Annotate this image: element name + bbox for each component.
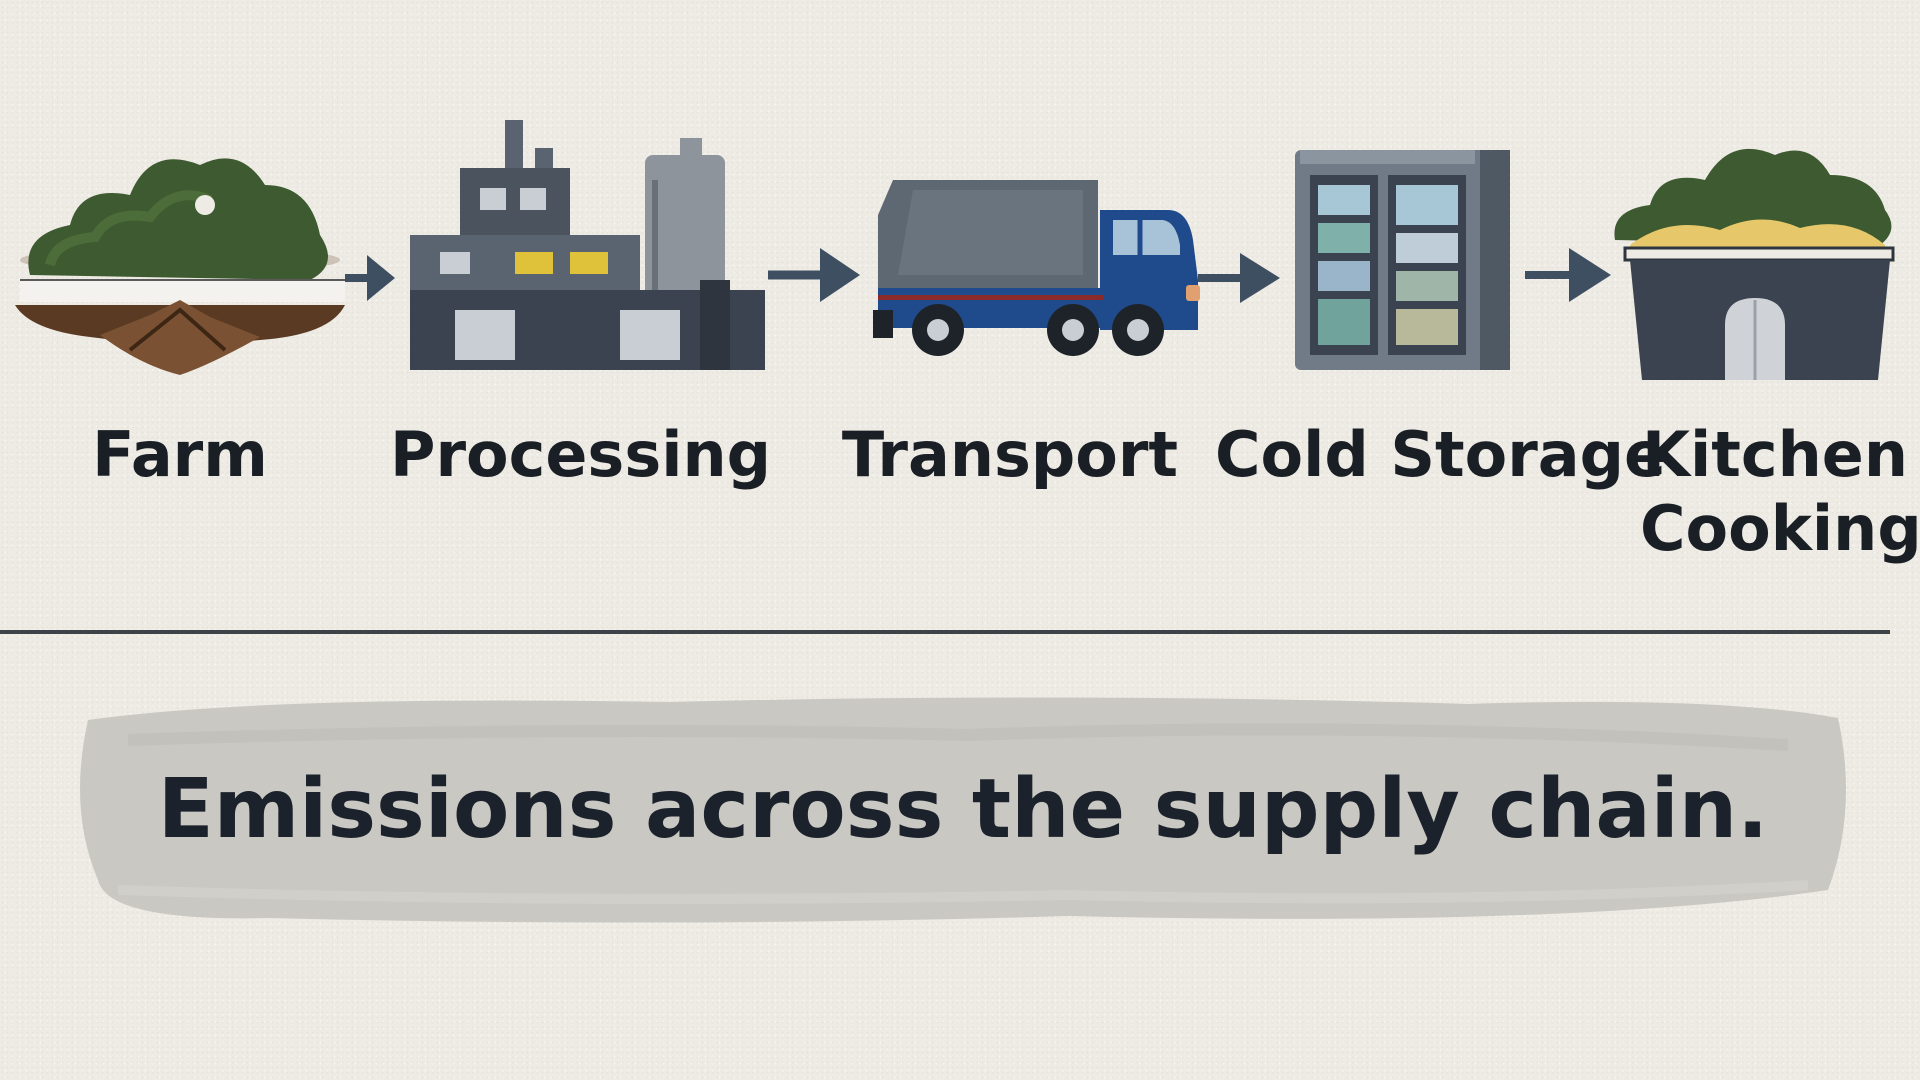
section-divider (0, 630, 1890, 634)
stage-label-transport: Transport (841, 418, 1179, 491)
stage-label-kitchen-cooking: Kitchen Cooking (1640, 418, 1920, 565)
flow-arrow-1 (345, 243, 395, 313)
stage-cold-storage (1285, 145, 1525, 375)
flow-arrow-3 (1198, 243, 1280, 313)
arrow-right-icon (1525, 248, 1611, 302)
factory-icon (410, 120, 765, 370)
stage-label-processing: Processing (390, 418, 771, 491)
truck-icon (873, 180, 1200, 356)
stage-label-farm: Farm (92, 418, 268, 491)
refrigerator-icon (1295, 150, 1510, 370)
stage-transport (868, 170, 1208, 370)
cooking-pot-icon (1614, 148, 1895, 380)
flow-arrow-4 (1525, 240, 1611, 310)
caption-text: Emissions across the supply chain. (157, 762, 1769, 857)
flow-arrow-2 (768, 240, 860, 310)
farm-icon (15, 158, 345, 375)
stage-label-cold-storage: Cold Storage (1215, 418, 1667, 491)
stage-processing (400, 120, 770, 380)
stage-farm (10, 125, 350, 390)
brush-stroke-background (80, 697, 1846, 923)
stage-kitchen-cooking (1610, 130, 1900, 390)
arrow-right-icon (345, 255, 395, 301)
arrow-right-icon (768, 248, 860, 302)
arrow-right-icon (1198, 253, 1280, 303)
caption-banner: Emissions across the supply chain. (68, 690, 1858, 930)
